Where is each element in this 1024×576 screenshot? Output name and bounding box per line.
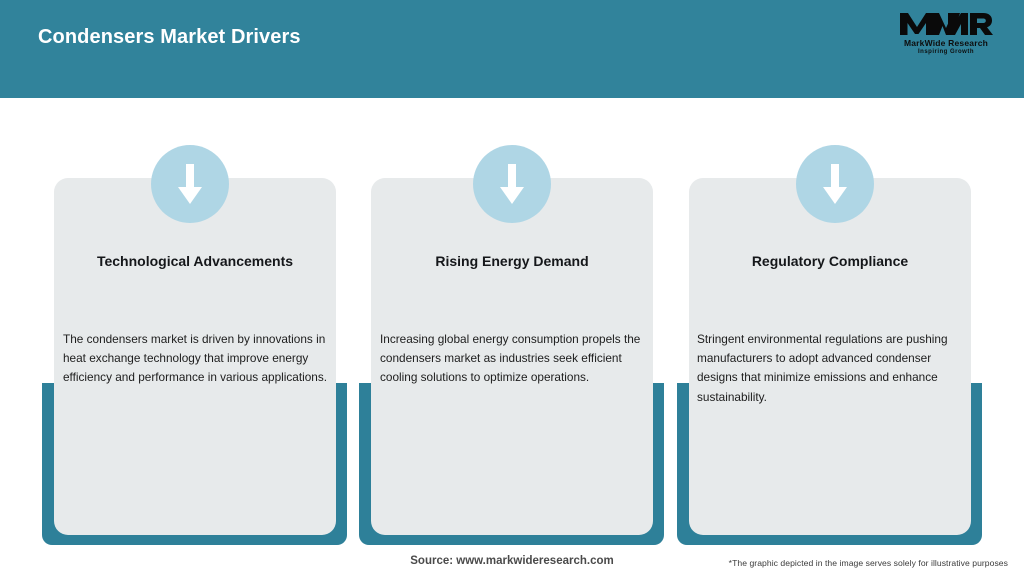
logo-company-name: MarkWide Research (903, 38, 989, 48)
down-arrow-icon-1 (151, 145, 229, 223)
header-banner: Condensers Market Drivers MarkWide Resea… (0, 0, 1024, 98)
card-body-3: Stringent environmental regulations are … (697, 332, 948, 404)
source-label: Source: www.markwideresearch.com (410, 555, 614, 567)
page-title: Condensers Market Drivers (38, 26, 301, 48)
logo-tagline: Inspiring Growth (918, 49, 974, 55)
card-surface-1 (54, 178, 336, 535)
down-arrow-glyph (178, 164, 202, 204)
down-arrow-glyph (500, 164, 524, 204)
card-surface-3 (689, 178, 971, 535)
mwr-logo-icon (900, 13, 993, 35)
card-body-1: The condensers market is driven by innov… (63, 332, 328, 385)
down-arrow-glyph (823, 164, 847, 204)
card-title-1: Technological Advancements (96, 253, 294, 269)
card-title-2: Rising Energy Demand (435, 253, 589, 269)
card-title-3: Regulatory Compliance (751, 253, 909, 269)
down-arrow-icon-2 (473, 145, 551, 223)
card-surface-2 (371, 178, 653, 535)
brand-logo: MarkWide Research Inspiring Growth (890, 10, 1002, 60)
down-arrow-icon-3 (796, 145, 874, 223)
card-body-2: Increasing global energy consumption pro… (380, 332, 641, 385)
disclaimer-note: *The graphic depicted in the image serve… (728, 558, 1008, 568)
